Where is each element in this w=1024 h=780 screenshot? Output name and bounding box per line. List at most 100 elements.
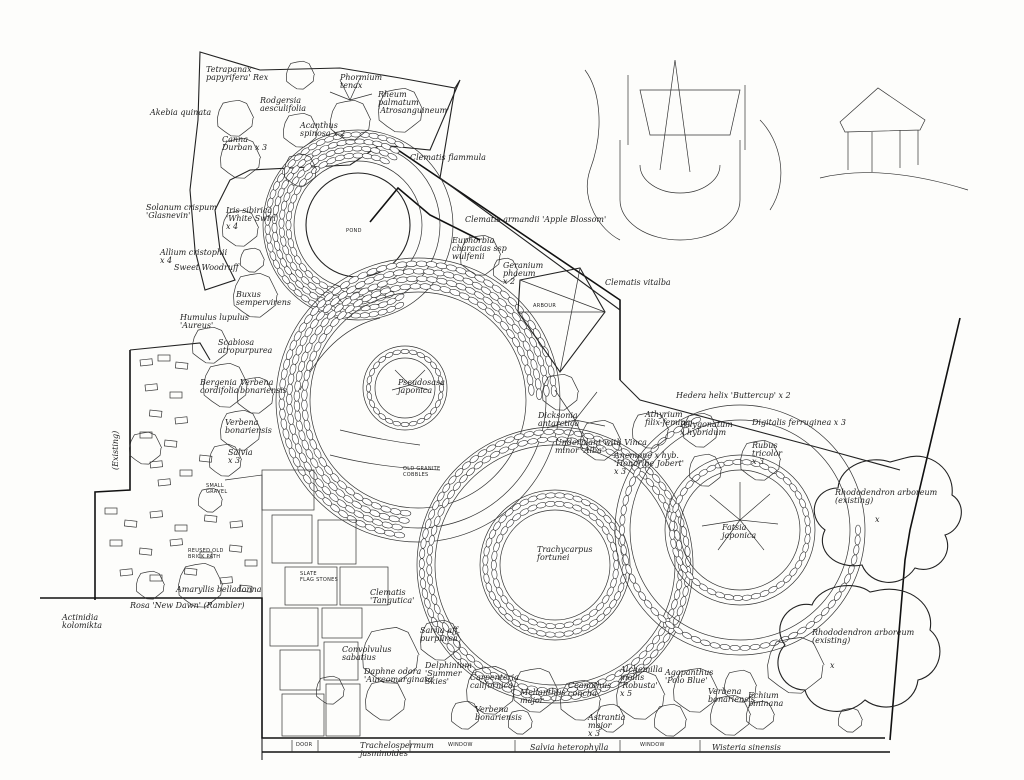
gazebo-sketch: [819, 87, 969, 191]
label-verbena-bon2: bonariensis: [225, 426, 272, 435]
arbour-perspective-sketch: [584, 59, 782, 241]
label-reused-brick: BRICK PATH: [188, 554, 220, 560]
cobble-stone: [389, 285, 402, 292]
cobble-stone: [295, 370, 303, 382]
cobble-stone: [416, 352, 425, 359]
cobble-stone: [400, 422, 410, 428]
brick: [229, 520, 243, 529]
cobble-stone: [388, 515, 400, 523]
cobble-stone: [535, 378, 542, 390]
plant-circle: [580, 419, 622, 461]
brick: [219, 576, 233, 585]
cobble-stone: [625, 485, 632, 496]
cobble-stone: [392, 349, 402, 356]
label-rosa: Rosa 'New Dawn' (Rambler): [129, 601, 245, 610]
cobble-stone: [680, 596, 687, 607]
plant-circle: [220, 137, 262, 179]
cobble-stone: [732, 459, 743, 465]
cobble-stone: [491, 568, 498, 580]
cobble-stone: [343, 153, 355, 160]
brick: [123, 519, 138, 528]
plant-circle: [740, 439, 782, 481]
brick: [157, 354, 171, 362]
label-clematis-armandii: Clematis armandii 'Apple Blossom': [465, 215, 606, 224]
cobble-stone: [352, 152, 364, 159]
cobble-stone: [428, 584, 435, 596]
cobble-stone: [394, 140, 405, 149]
label-rodgersia: Rodgersia: [259, 96, 301, 105]
cobble-stone: [368, 311, 379, 318]
plant-circle: [178, 562, 224, 608]
label-solanum: Solanum crispum: [146, 203, 217, 212]
cobble-stone: [285, 219, 292, 231]
cobble-stone: [428, 509, 436, 520]
cobble-stone: [287, 237, 295, 249]
label-delphinium: Delphinium: [424, 661, 472, 670]
cobble-stone: [289, 363, 297, 375]
label-existing-fence: (Existing): [111, 431, 120, 470]
label-slate: FLAG STONES: [300, 577, 338, 583]
label-sweet-woodruff: Sweet Woodruff: [174, 263, 240, 272]
cobble-stone: [385, 352, 394, 359]
cobble-stone: [334, 147, 345, 154]
plant-circle: [837, 707, 863, 733]
label-rubus: Rubus: [751, 441, 778, 450]
label-pseudosasa: Pseudosasa: [397, 378, 445, 387]
cobble-stone: [280, 236, 287, 247]
label-clematis-flammula: Clematis flammula: [410, 153, 486, 162]
label-rodgersia: aesculifolia: [260, 104, 306, 113]
cobble-stone: [629, 573, 636, 584]
slate-flagstones: [224, 469, 389, 737]
cobble-stone: [286, 210, 293, 222]
cobble-stone: [406, 275, 418, 283]
plant-circle: [203, 362, 249, 408]
cobble-stone: [483, 573, 490, 584]
label-astrantia: Astrantia: [587, 713, 626, 722]
cobble-stone: [368, 303, 380, 310]
cobble-stone: [429, 284, 442, 291]
cobble-stone: [629, 476, 636, 487]
cobble-stone: [359, 312, 370, 319]
label-anemone: Anemone x hyb.: [613, 451, 679, 460]
cobble-stone: [504, 436, 515, 444]
label-salvia-purpurea: purpurea: [420, 634, 458, 643]
cobble-stone: [554, 631, 565, 638]
cobble-stone: [437, 506, 445, 517]
cobble-stone: [361, 146, 372, 152]
cobble-stone: [430, 361, 437, 369]
cobble-stone: [729, 644, 741, 651]
plant-circle: [460, 234, 502, 276]
cobble-stone: [563, 630, 574, 637]
cobble-stone: [535, 388, 543, 400]
cobble-stone: [499, 446, 509, 454]
cobble-stone: [418, 558, 425, 569]
cobble-stone: [282, 428, 290, 440]
cobble-stone: [280, 418, 288, 430]
brick: [174, 524, 188, 532]
cobble-stone: [853, 544, 860, 556]
cobble-stone: [723, 594, 734, 601]
pond: [262, 129, 454, 321]
plant-circle: [507, 709, 533, 735]
label-fatsia: Fatsia: [721, 523, 747, 532]
cobble-stone: [749, 644, 761, 650]
cobble-stone: [523, 431, 535, 438]
garden-boundary: [40, 51, 961, 760]
brick: [149, 460, 163, 469]
cobble-stone: [709, 642, 721, 649]
label-rheum: palmatum: [378, 98, 419, 107]
plant-circle: [362, 627, 420, 684]
plant-circle: [315, 675, 345, 705]
cobble-stone: [420, 578, 427, 589]
brick: [169, 538, 183, 547]
label-iris: Iris sibirica: [225, 206, 272, 215]
cobble-stone: [416, 275, 428, 282]
cobble-stone: [434, 399, 441, 408]
cobble-stone: [619, 514, 626, 526]
cobble-stone: [732, 595, 743, 601]
cobble-stone: [482, 564, 489, 575]
plant-circle: [767, 637, 825, 694]
label-rubus: x 3: [752, 457, 764, 466]
